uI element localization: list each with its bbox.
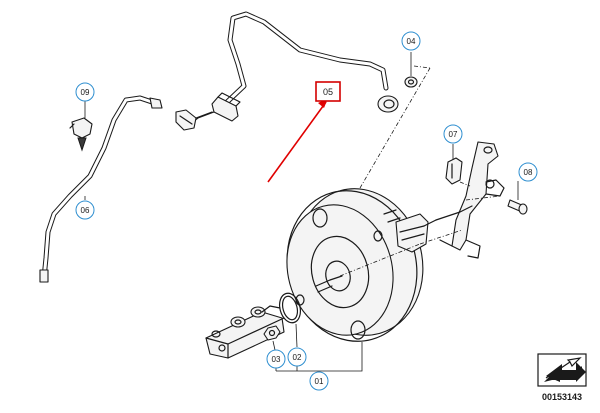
document-number: 00153143: [542, 392, 582, 402]
assembly-axis-lines: [339, 65, 501, 277]
callout-06-label: 06: [81, 206, 90, 215]
clevis-pin[interactable]: [507, 199, 528, 215]
callout-08-label: 08: [524, 168, 533, 177]
highlight-arrow: [267, 98, 328, 183]
callout-08[interactable]: 08: [518, 162, 538, 182]
brake-booster[interactable]: [271, 174, 440, 356]
callout-07-label: 07: [449, 130, 458, 139]
callout-03-label: 03: [272, 355, 281, 364]
callout-09-label: 09: [81, 88, 90, 97]
vacuum-hose-upper[interactable]: [189, 11, 399, 125]
callout-09[interactable]: 09: [75, 82, 95, 102]
orientation-arrow-icon: [537, 353, 587, 387]
callout-07[interactable]: 07: [443, 124, 463, 144]
callout-05-label: 05: [323, 87, 333, 97]
pedal-bracket[interactable]: [435, 141, 505, 259]
callout-04-label: 04: [407, 37, 416, 46]
callout-06[interactable]: 06: [75, 200, 95, 220]
hex-nut[interactable]: [263, 325, 281, 341]
callout-04[interactable]: 04: [401, 31, 421, 51]
callout-05-selected[interactable]: 05: [315, 81, 341, 102]
callout-01[interactable]: 01: [309, 371, 329, 391]
callout-02[interactable]: 02: [287, 347, 307, 367]
grommet[interactable]: [404, 76, 418, 88]
master-cylinder[interactable]: [205, 305, 285, 359]
callout-03[interactable]: 03: [266, 349, 286, 369]
vacuum-hose-lower[interactable]: [39, 95, 163, 283]
retaining-clip[interactable]: [445, 157, 463, 185]
callout-01-label: 01: [315, 377, 324, 386]
hose-clip[interactable]: [69, 117, 93, 152]
callout-02-label: 02: [293, 353, 302, 362]
leader-lines: [84, 52, 519, 372]
o-ring[interactable]: [276, 291, 303, 325]
check-valve[interactable]: [175, 109, 213, 131]
